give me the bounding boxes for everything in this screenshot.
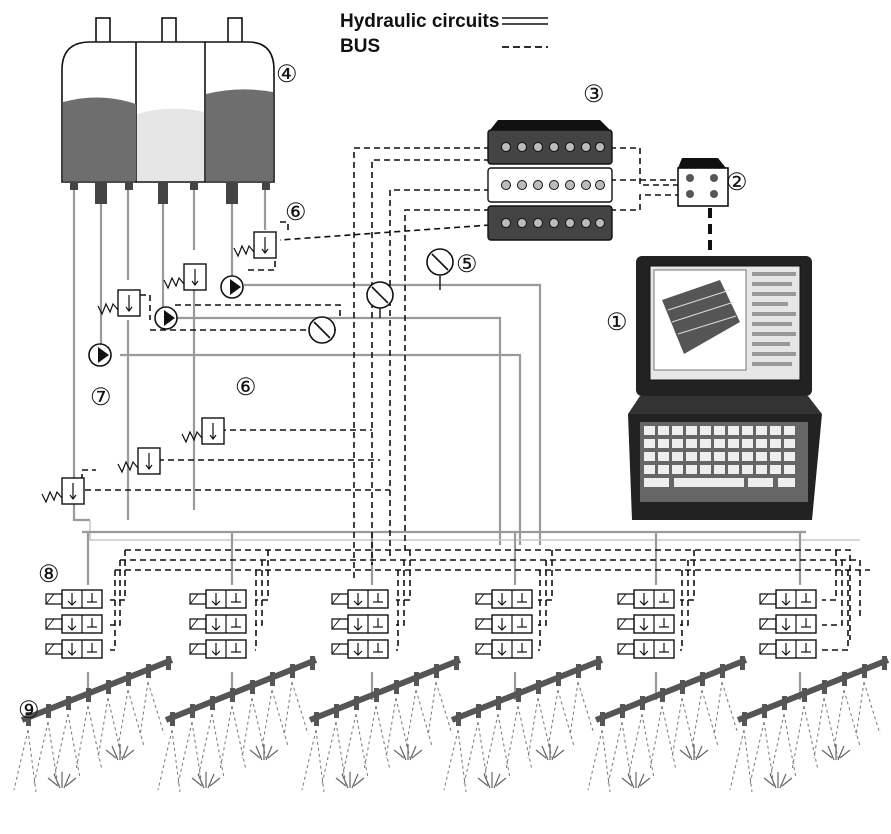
callout-computer: ① bbox=[606, 309, 628, 336]
tank-liquid-right bbox=[206, 89, 273, 181]
callout-interface: ② bbox=[726, 169, 748, 196]
legend-hydraulic-label: Hydraulic circuits bbox=[340, 11, 499, 32]
callout-pressure-gauge: ⑤ bbox=[456, 251, 478, 278]
callout-pump: ⑦ bbox=[90, 384, 112, 411]
tank-liquid-middle bbox=[137, 108, 204, 181]
pumps bbox=[89, 276, 243, 366]
pressure-gauges bbox=[309, 249, 453, 343]
callout-tanks: ④ bbox=[276, 61, 298, 88]
section-valve-groups bbox=[46, 590, 816, 658]
legend: Hydraulic circuits BUS bbox=[340, 11, 548, 57]
nozzle-booms bbox=[14, 656, 888, 792]
legend-bus-label: BUS bbox=[340, 36, 380, 57]
callout-section-valves: ⑧ bbox=[38, 561, 60, 588]
callout-nozzle-boom: ⑨ bbox=[18, 697, 40, 724]
tank-group bbox=[62, 18, 274, 204]
control-unit-stack bbox=[488, 120, 612, 240]
callout-valves-upper: ⑥ bbox=[285, 199, 307, 226]
regulating-valves bbox=[42, 232, 276, 504]
callout-controllers: ③ bbox=[583, 81, 605, 108]
callout-valves-lower: ⑥ bbox=[235, 374, 257, 401]
laptop-computer bbox=[628, 256, 822, 520]
interface-box bbox=[678, 158, 728, 206]
tank-liquid-left bbox=[63, 97, 136, 181]
